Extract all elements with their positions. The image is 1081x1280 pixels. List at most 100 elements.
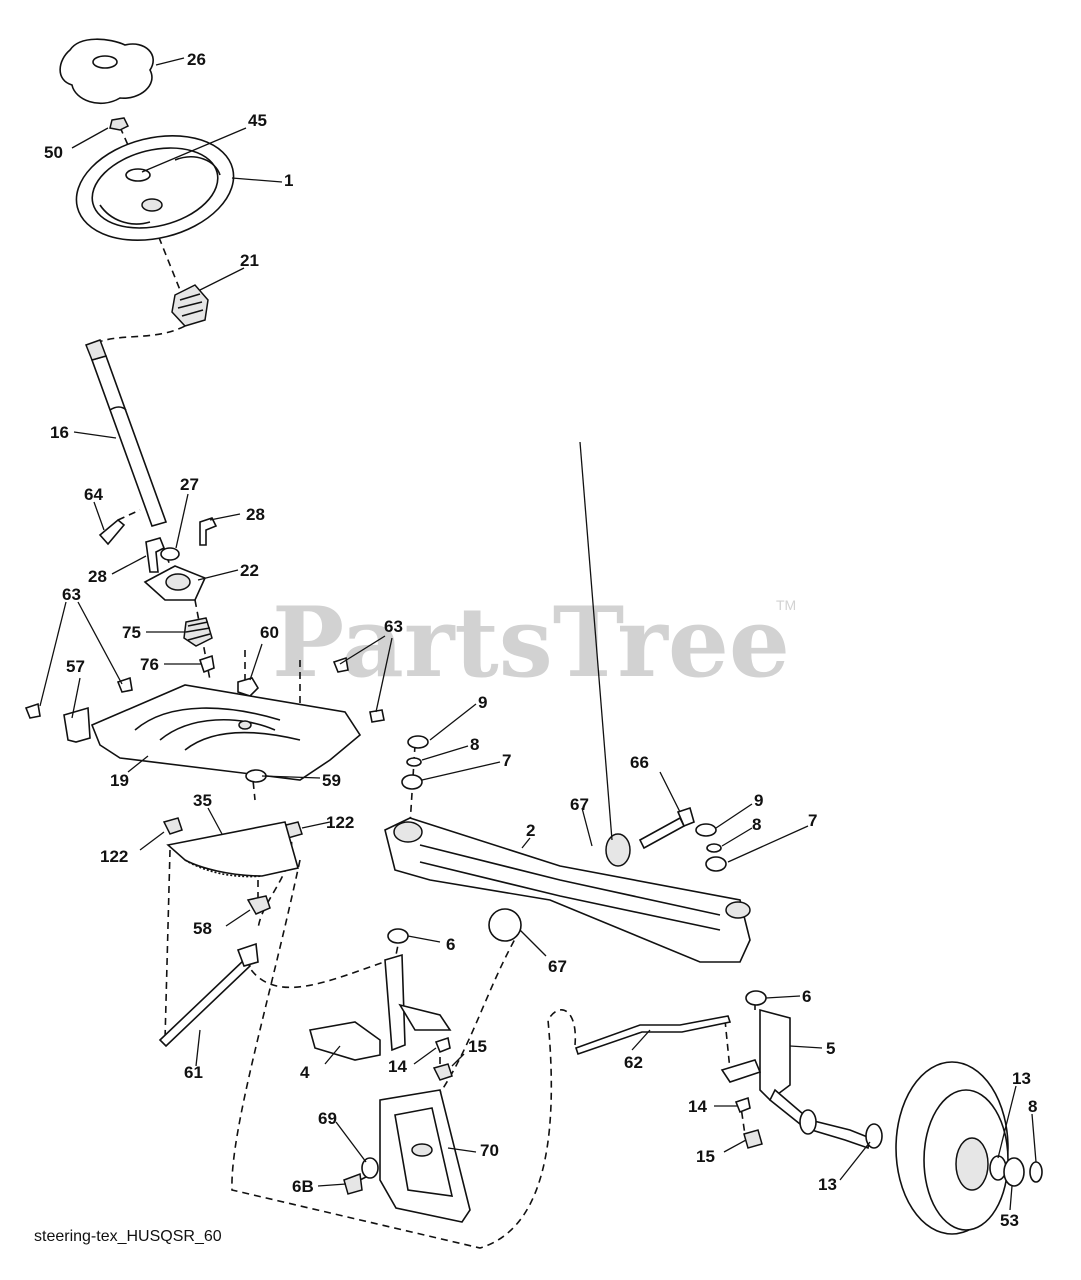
part-4-spindle-left bbox=[308, 953, 452, 1061]
part-6-washer-right bbox=[745, 990, 767, 1006]
callout-9-right: 9 bbox=[754, 791, 763, 810]
part-28-bolt-left bbox=[145, 537, 166, 573]
callout-63-left: 63 bbox=[62, 585, 81, 604]
part-15-nut-left bbox=[432, 1063, 453, 1081]
part-64-clip bbox=[98, 518, 126, 546]
part-63-bolt-mid bbox=[116, 676, 133, 693]
part-27-washer bbox=[160, 547, 180, 561]
part-61-drag-link bbox=[158, 942, 259, 1048]
watermark-logo: PartsTree bbox=[272, 586, 790, 699]
part-53-cap bbox=[1003, 1157, 1025, 1187]
callout-22: 22 bbox=[240, 561, 259, 580]
callout-15-left: 15 bbox=[468, 1037, 487, 1056]
callout-28-right: 28 bbox=[246, 505, 265, 524]
callout-14-right: 14 bbox=[688, 1097, 707, 1116]
callout-59: 59 bbox=[322, 771, 341, 790]
callout-122-right: 122 bbox=[326, 813, 354, 832]
part-8-clip-right bbox=[706, 843, 722, 853]
part-16-steering-shaft bbox=[85, 339, 168, 527]
callout-7-left: 7 bbox=[502, 751, 511, 770]
callout-6-left: 6 bbox=[446, 935, 455, 954]
callout-35: 35 bbox=[193, 791, 212, 810]
part-wheel-tire bbox=[895, 1061, 1009, 1235]
callout-8-right: 8 bbox=[752, 815, 761, 834]
part-75-pinion-gear bbox=[183, 617, 213, 647]
part-45-washer bbox=[125, 168, 151, 182]
watermark-trademark: TM bbox=[776, 597, 796, 613]
callout-27: 27 bbox=[180, 475, 199, 494]
callout-21: 21 bbox=[240, 251, 259, 270]
part-57-bracket bbox=[63, 706, 91, 743]
callout-64: 64 bbox=[84, 485, 103, 504]
part-58-bolt bbox=[246, 895, 271, 915]
part-15-nut-right bbox=[743, 1129, 763, 1149]
callout-45: 45 bbox=[248, 111, 267, 130]
callout-67-upper: 67 bbox=[570, 795, 589, 814]
part-35-sector-gear bbox=[166, 821, 300, 878]
callout-2: 2 bbox=[526, 821, 535, 840]
callout-14-left: 14 bbox=[388, 1057, 407, 1076]
leader-lines bbox=[39, 57, 1037, 1211]
part-22-flange bbox=[143, 565, 207, 601]
part-68-bolt bbox=[343, 1172, 363, 1195]
callout-19: 19 bbox=[110, 771, 129, 790]
part-21-adapter bbox=[171, 284, 209, 327]
part-67-spacer-upper bbox=[605, 833, 631, 867]
callout-50: 50 bbox=[44, 143, 63, 162]
callout-60: 60 bbox=[260, 623, 279, 642]
callout-6B: 6B bbox=[292, 1177, 314, 1196]
part-122-bolt-left bbox=[162, 817, 183, 835]
callout-53: 53 bbox=[1000, 1211, 1019, 1230]
callout-70: 70 bbox=[480, 1141, 499, 1160]
callout-61: 61 bbox=[184, 1063, 203, 1082]
part-63-bolt-left bbox=[24, 702, 41, 719]
part-9-cap-left bbox=[407, 735, 429, 749]
part-76-bolt bbox=[198, 654, 215, 674]
part-1-steering-wheel bbox=[75, 134, 235, 242]
callout-15-right: 15 bbox=[696, 1147, 715, 1166]
part-67-spacer-lower bbox=[488, 908, 522, 942]
callout-28-left: 28 bbox=[88, 567, 107, 586]
callout-76: 76 bbox=[140, 655, 159, 674]
callout-67-lower: 67 bbox=[548, 957, 567, 976]
part-2-front-axle bbox=[384, 817, 751, 963]
callout-16: 16 bbox=[50, 423, 69, 442]
part-28-bolt-right bbox=[199, 517, 218, 546]
part-63-bolt-frame bbox=[369, 709, 385, 723]
part-70-plate bbox=[379, 1089, 471, 1223]
diagram-caption: steering-tex_HUSQSR_60 bbox=[34, 1228, 222, 1245]
callout-8-wheel: 8 bbox=[1028, 1097, 1037, 1116]
callout-75: 75 bbox=[122, 623, 141, 642]
callout-1: 1 bbox=[284, 171, 293, 190]
part-5-spindle-right bbox=[720, 1008, 871, 1150]
part-9-cap-right bbox=[695, 823, 717, 837]
callout-7-right: 7 bbox=[808, 811, 817, 830]
part-8-clip-wheel bbox=[1029, 1161, 1043, 1183]
part-50-nut bbox=[109, 117, 130, 131]
part-14-clip-left bbox=[434, 1036, 451, 1054]
callout-62: 62 bbox=[624, 1053, 643, 1072]
part-8-clip-left bbox=[406, 757, 422, 767]
callout-9-left: 9 bbox=[478, 693, 487, 712]
callout-26: 26 bbox=[187, 50, 206, 69]
callout-5: 5 bbox=[826, 1039, 835, 1058]
callout-66: 66 bbox=[630, 753, 649, 772]
part-14-clip-right bbox=[734, 1096, 751, 1114]
part-62-tie-rod bbox=[574, 1015, 732, 1056]
part-6-washer-left bbox=[387, 928, 409, 944]
part-19-steering-plate bbox=[90, 684, 362, 781]
part-66-bolt bbox=[638, 816, 686, 850]
callout-122-left: 122 bbox=[100, 847, 128, 866]
part-69-washer bbox=[361, 1157, 379, 1179]
part-60-nut bbox=[237, 677, 260, 697]
callout-63-right: 63 bbox=[384, 617, 403, 636]
callout-57: 57 bbox=[66, 657, 85, 676]
callout-8-left: 8 bbox=[470, 735, 479, 754]
callout-13-outer: 13 bbox=[1012, 1069, 1031, 1088]
part-26-wheel-cap bbox=[59, 38, 154, 105]
part-7-washer-left bbox=[401, 774, 423, 790]
callout-58: 58 bbox=[193, 919, 212, 938]
part-7-washer-right bbox=[705, 856, 727, 872]
callout-labels: 26 45 50 1 21 16 64 27 28 28 22 63 63 75… bbox=[44, 50, 1037, 1230]
